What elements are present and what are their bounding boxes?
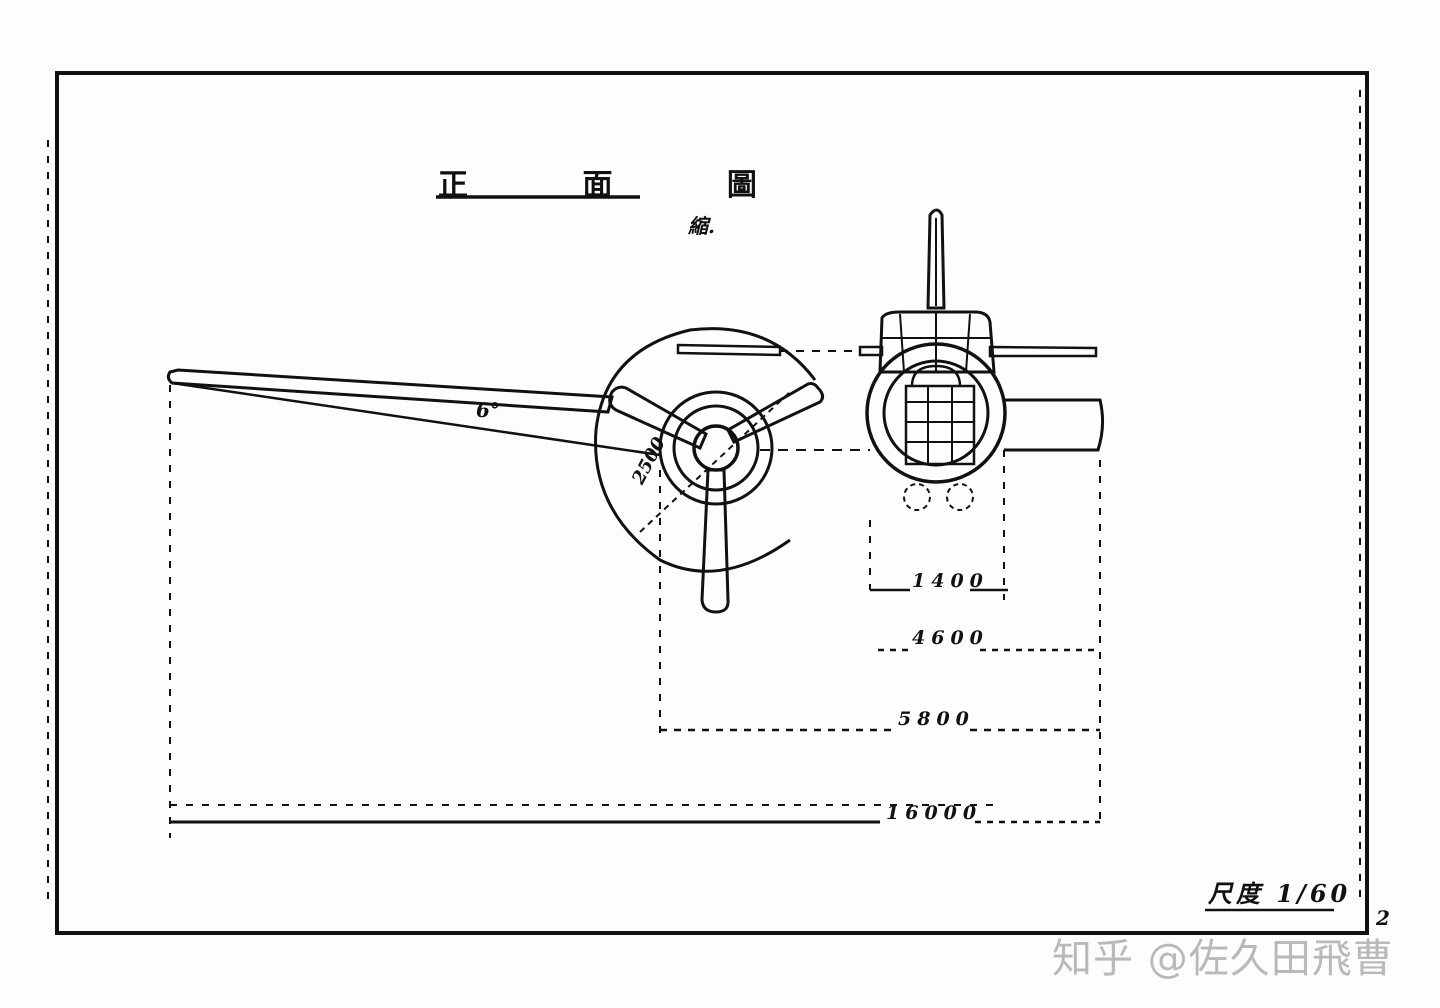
spinner-mid <box>672 404 760 492</box>
propeller-blade-right <box>726 382 825 444</box>
dimension-lines <box>170 588 1100 824</box>
propeller-blade-bottom <box>700 468 730 614</box>
left-wing <box>166 368 614 414</box>
dimension-label-2: 4600 <box>912 627 989 649</box>
horizontal-stabilizer <box>676 343 782 357</box>
right-wing <box>1004 398 1105 452</box>
drawing-frame <box>55 71 1369 935</box>
dimension-label-3: 5800 <box>898 708 975 730</box>
engine-cowling-outer <box>865 342 1007 484</box>
drawing-subtitle: 縮. <box>688 214 715 238</box>
fuselage-canopy <box>878 310 996 374</box>
dimension-label-4: 16000 <box>886 802 983 824</box>
drawing-title: 正 面 圖 <box>438 168 809 203</box>
engine-cowling-inner <box>882 359 990 467</box>
dimension-label-1: 1400 <box>912 570 989 592</box>
right-wheel <box>946 483 974 511</box>
vertical-fin <box>926 208 946 310</box>
spinner-outer <box>658 390 774 506</box>
propeller-blade-left <box>608 385 708 450</box>
watermark: 知乎 @佐久田飛曹 <box>1052 936 1394 982</box>
left-wing-lower-edge <box>171 381 661 457</box>
propeller-disc <box>594 327 817 573</box>
dihedral-angle-label: 6° <box>476 398 500 422</box>
left-wheel <box>903 483 931 511</box>
scale-note: 尺度 1/60 <box>1208 879 1352 908</box>
page-number: 2 <box>1376 906 1390 930</box>
engine-grid <box>904 384 976 466</box>
